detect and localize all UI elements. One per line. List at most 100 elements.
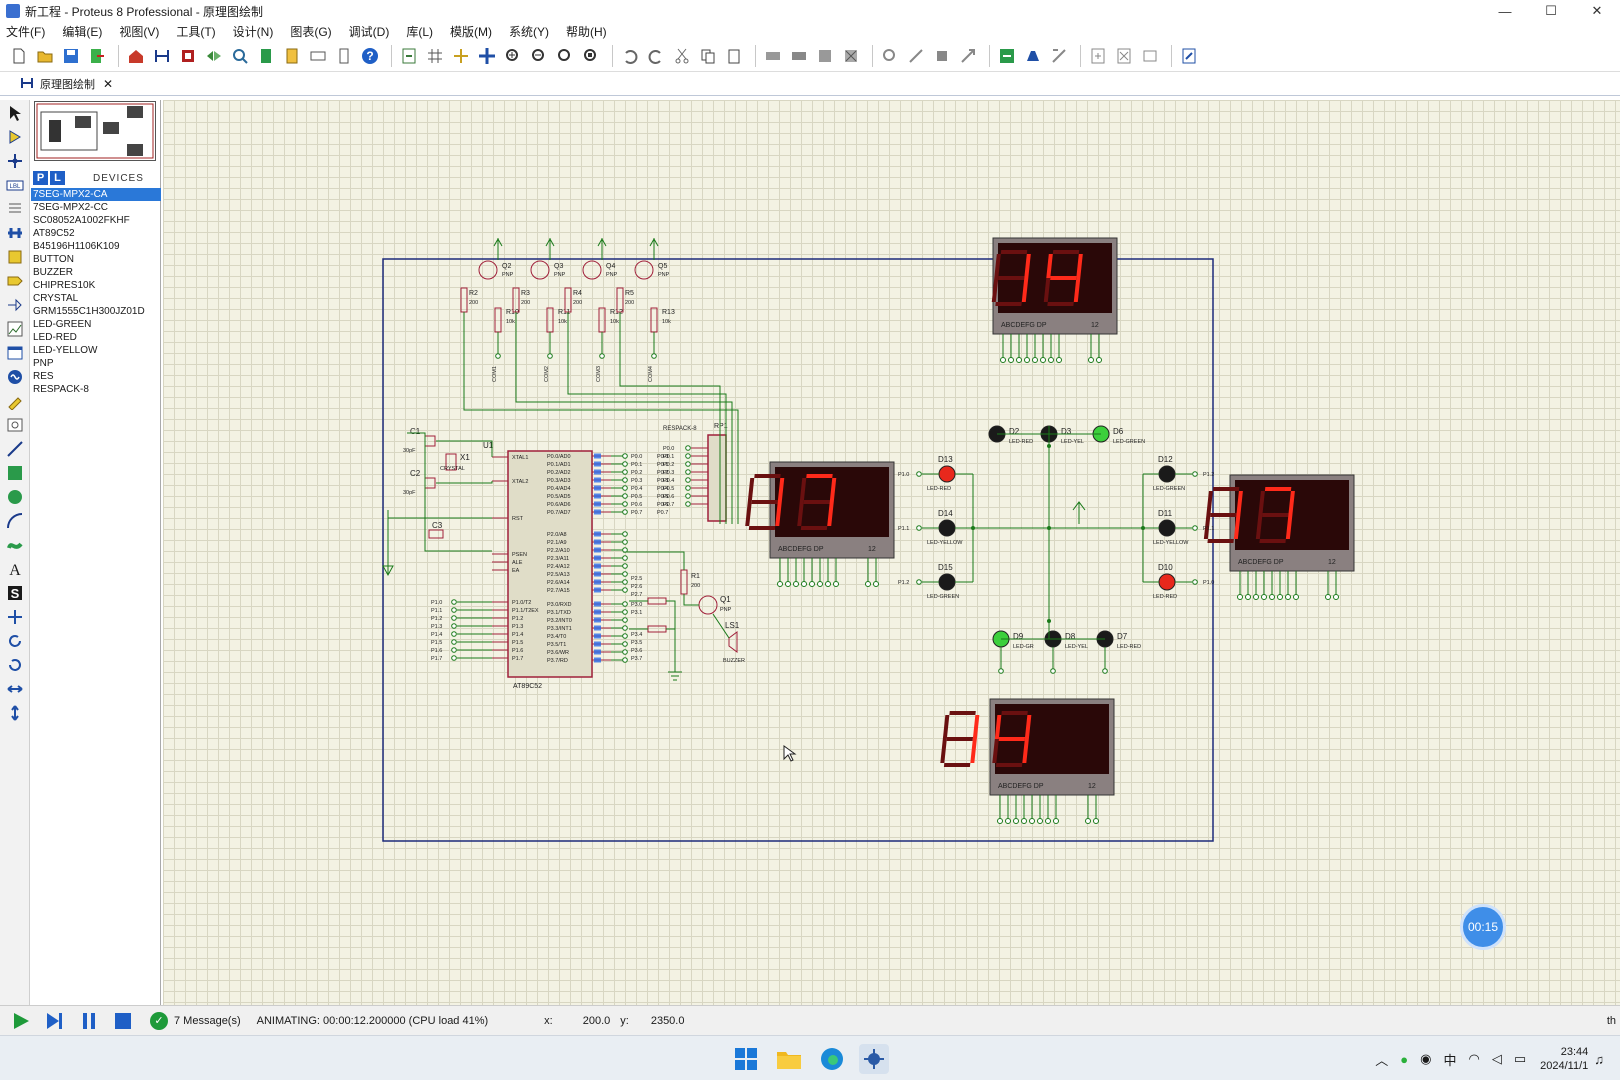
file-explorer-icon[interactable] — [774, 1044, 804, 1074]
mirror-x-icon[interactable] — [2, 678, 28, 700]
import-icon[interactable] — [86, 45, 108, 67]
pick-device-icon[interactable] — [879, 45, 901, 67]
marker-2d-icon[interactable] — [2, 606, 28, 628]
remove-sheet-icon[interactable] — [1113, 45, 1135, 67]
device-list-item[interactable]: SC08052A1002FKHF — [33, 215, 130, 226]
wechat-icon[interactable]: ● — [1400, 1051, 1409, 1067]
3d-view-icon[interactable] — [203, 45, 225, 67]
device-list-item[interactable]: 7SEG-MPX2-CA — [31, 188, 161, 201]
undo-icon[interactable] — [619, 45, 641, 67]
input-method-indicator[interactable]: 中 — [1443, 1052, 1457, 1068]
paste-icon[interactable] — [723, 45, 745, 67]
exit-parent-icon[interactable] — [1139, 45, 1161, 67]
step-button[interactable] — [42, 1010, 68, 1032]
block-delete-icon[interactable] — [840, 45, 862, 67]
device-list-item[interactable]: RESPACK-8 — [33, 384, 89, 395]
volume-icon[interactable]: ◁ — [1491, 1051, 1502, 1066]
grid-toggle-icon[interactable] — [424, 45, 446, 67]
graph-mode-icon[interactable] — [2, 318, 28, 340]
vsm-studio-icon[interactable] — [307, 45, 329, 67]
menu-graph[interactable]: 图表(G) — [290, 24, 332, 39]
close-button[interactable]: ✕ — [1591, 3, 1603, 18]
rotate-anticlockwise-icon[interactable] — [2, 654, 28, 676]
new-file-icon[interactable] — [8, 45, 30, 67]
minimize-button[interactable]: — — [1498, 3, 1512, 19]
menu-system[interactable]: 系统(Y) — [509, 24, 549, 39]
rotate-clockwise-icon[interactable] — [2, 630, 28, 652]
line-2d-icon[interactable] — [2, 438, 28, 460]
decompose-icon[interactable] — [957, 45, 979, 67]
device-list-item[interactable]: CHIPRES10K — [33, 280, 96, 291]
wire-autorouter-icon[interactable] — [996, 45, 1018, 67]
device-list-item[interactable]: PNP — [33, 358, 54, 369]
path-2d-icon[interactable] — [2, 534, 28, 556]
menu-library[interactable]: 库(L) — [406, 24, 433, 39]
wifi-icon[interactable]: ◠ — [1468, 1051, 1480, 1066]
menu-edit[interactable]: 编辑(E) — [62, 24, 103, 39]
tab-schematic-capture[interactable]: 原理图绘制 ✕ — [14, 74, 119, 94]
pick-device-button[interactable]: P — [33, 171, 48, 185]
terminals-icon[interactable] — [2, 270, 28, 292]
menu-help[interactable]: 帮助(H) — [566, 24, 607, 39]
battery-icon[interactable]: ▭ — [1513, 1051, 1527, 1066]
schematic-icon[interactable] — [151, 45, 173, 67]
help-icon[interactable]: ? — [359, 45, 381, 67]
windows-start-icon[interactable] — [731, 1044, 761, 1074]
component-mode-icon[interactable] — [2, 126, 28, 148]
edge-browser-icon[interactable] — [817, 1044, 847, 1074]
close-tab-icon[interactable]: ✕ — [103, 77, 114, 91]
device-list-item[interactable]: 7SEG-MPX2-CC — [33, 202, 109, 213]
proteus-taskbar-icon[interactable] — [859, 1044, 889, 1074]
device-list-item[interactable]: BUTTON — [33, 254, 74, 265]
gerber-icon[interactable] — [229, 45, 251, 67]
chevron-up-icon[interactable]: ︿ — [1375, 1052, 1389, 1068]
wire-label-icon[interactable]: LBL — [2, 174, 28, 196]
play-button[interactable] — [8, 1010, 34, 1032]
virtual-instruments-icon[interactable] — [2, 414, 28, 436]
pcb-icon[interactable] — [177, 45, 199, 67]
redo-icon[interactable] — [645, 45, 667, 67]
zoom-out-icon[interactable] — [528, 45, 550, 67]
notification-bell-icon[interactable]: ♫ — [1594, 1051, 1604, 1067]
menu-debug[interactable]: 调试(D) — [348, 24, 390, 39]
tape-recorder-icon[interactable] — [2, 342, 28, 364]
pan-icon[interactable] — [476, 45, 498, 67]
menu-design[interactable]: 设计(N) — [232, 24, 274, 39]
menu-tools[interactable]: 工具(T) — [176, 24, 216, 39]
junction-dot-icon[interactable] — [2, 150, 28, 172]
menu-file[interactable]: 文件(F) — [6, 24, 46, 39]
device-list-item[interactable]: LED-RED — [33, 332, 77, 343]
property-assign-icon[interactable] — [1048, 45, 1070, 67]
buses-icon[interactable] — [2, 222, 28, 244]
selection-mode-icon[interactable] — [2, 102, 28, 124]
device-list-item[interactable]: LED-YELLOW — [33, 345, 98, 356]
library-manager-button[interactable]: L — [50, 171, 65, 185]
save-icon[interactable] — [60, 45, 82, 67]
mirror-y-icon[interactable] — [2, 702, 28, 724]
bom-icon[interactable] — [255, 45, 277, 67]
circle-2d-icon[interactable] — [2, 486, 28, 508]
device-pins-icon[interactable] — [2, 294, 28, 316]
recording-timer-badge[interactable]: 00:15 — [1460, 904, 1506, 950]
stop-button[interactable] — [110, 1010, 136, 1032]
device-list-item[interactable]: AT89C52 — [33, 228, 75, 239]
cut-icon[interactable] — [671, 45, 693, 67]
device-list-item[interactable]: BUZZER — [33, 267, 73, 278]
menu-template[interactable]: 模版(M) — [450, 24, 492, 39]
overview-window[interactable] — [34, 101, 156, 161]
new-sheet-icon[interactable] — [1087, 45, 1109, 67]
device-list-item[interactable]: LED-GREEN — [33, 319, 92, 330]
text-2d-icon[interactable]: A — [2, 558, 28, 580]
maximize-button[interactable]: ☐ — [1545, 3, 1557, 18]
generator-mode-icon[interactable] — [2, 366, 28, 388]
origin-icon[interactable] — [450, 45, 472, 67]
voltage-probe-icon[interactable] — [2, 390, 28, 412]
make-device-icon[interactable] — [905, 45, 927, 67]
design-explorer-icon[interactable] — [281, 45, 303, 67]
zoom-all-icon[interactable] — [554, 45, 576, 67]
text-script-icon[interactable] — [2, 198, 28, 220]
message-indicator[interactable]: ✓ 7 Message(s) — [150, 1011, 241, 1030]
block-move-icon[interactable] — [788, 45, 810, 67]
home-icon[interactable] — [125, 45, 147, 67]
